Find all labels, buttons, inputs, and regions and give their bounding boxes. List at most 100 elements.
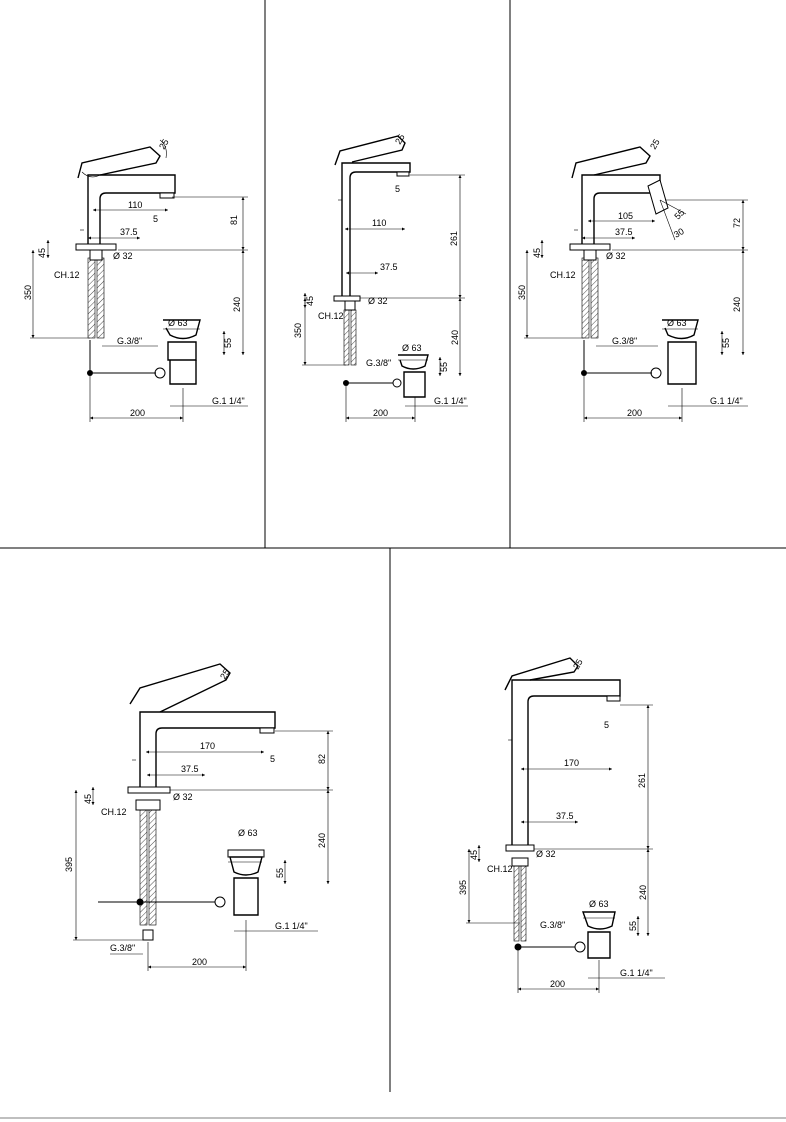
spout-height-label: 81 [229, 215, 239, 225]
aerator-angle-label: 5 [153, 214, 158, 224]
deck-thickness-label: 45 [532, 248, 542, 258]
spout-height-label: 82 [317, 754, 327, 764]
hole-diameter-label: Ø 32 [113, 251, 133, 261]
wrench-size-label: CH.12 [101, 807, 127, 817]
waste-diameter-label: Ø 63 [238, 828, 258, 838]
below-deck-label: 240 [638, 885, 648, 900]
drawing-2-tall-basin-mixer: 110 261 37.5 45 Ø 32 CH.12 350 240 Ø 63 … [293, 132, 468, 422]
reach-label: 170 [564, 758, 579, 768]
aerator-angle-label: 5 [604, 720, 609, 730]
supply-hoses [343, 300, 357, 366]
lever-angle-label: 25 [218, 667, 232, 681]
waste-diameter-label: Ø 63 [589, 899, 609, 909]
waste-depth-label: 55 [275, 868, 285, 878]
waste-thread-label: G.1 1/4" [620, 968, 653, 978]
drawing-3-bidet-mixer: 105 72 37.5 45 Ø 32 CH.12 350 240 Ø 63 5… [517, 137, 748, 422]
dimension-texts: 170 261 37.5 45 Ø 32 CH.12 395 240 Ø 63 … [458, 657, 653, 989]
waste-thread-label: G.1 1/4" [275, 921, 308, 931]
hole-diameter-label: Ø 32 [606, 251, 626, 261]
below-deck-label: 240 [732, 297, 742, 312]
waste-thread-label: G.1 1/4" [710, 396, 743, 406]
aerator-angle-label: 5 [395, 184, 400, 194]
rod-length-label: 200 [373, 408, 388, 418]
swivel-angle-a-label: 55 [672, 207, 686, 221]
drawing-1-basin-mixer: 110 81 37.5 45 Ø 32 CH.12 350 240 Ø 63 5… [23, 137, 248, 422]
dimension-texts: 105 72 37.5 45 Ø 32 CH.12 350 240 Ø 63 5… [517, 137, 743, 418]
faucet-body [504, 657, 621, 852]
waste-thread-label: G.1 1/4" [212, 396, 245, 406]
supply-thread-label: G.3/8" [540, 920, 565, 930]
faucet-body [569, 146, 669, 251]
lever-angle-label: 25 [393, 132, 407, 146]
deck-thickness-label: 45 [37, 248, 47, 258]
waste-depth-label: 55 [721, 338, 731, 348]
supply-hoses [87, 249, 105, 372]
pop-up-waste [343, 354, 429, 398]
supply-thread-label: G.3/8" [117, 336, 142, 346]
wrench-size-label: CH.12 [54, 270, 80, 280]
pop-up-waste [514, 911, 616, 959]
waste-diameter-label: Ø 63 [667, 318, 687, 328]
waste-depth-label: 55 [628, 921, 638, 931]
faucet-body [127, 663, 276, 794]
supply-hoses [511, 857, 529, 942]
lever-angle-label: 25 [571, 657, 585, 671]
lever-angle-label: 25 [648, 137, 662, 151]
dimension-lines [466, 704, 665, 993]
supply-length-label: 395 [458, 880, 468, 895]
dimension-texts: 110 261 37.5 45 Ø 32 CH.12 350 240 Ø 63 … [293, 132, 467, 418]
pop-up-waste [581, 319, 699, 385]
below-deck-label: 240 [232, 297, 242, 312]
hole-diameter-label: Ø 32 [536, 849, 556, 859]
reach-label: 105 [618, 211, 633, 221]
rod-length-label: 200 [130, 408, 145, 418]
waste-diameter-label: Ø 63 [168, 318, 188, 328]
deck-thickness-label: 45 [469, 850, 479, 860]
hole-diameter-label: Ø 32 [173, 792, 193, 802]
dimension-texts: 110 81 37.5 45 Ø 32 CH.12 350 240 Ø 63 5… [23, 137, 245, 418]
reach-label: 170 [200, 741, 215, 751]
supply-thread-label: G.3/8" [366, 358, 391, 368]
faucet-body [333, 135, 411, 302]
reach-label: 110 [128, 200, 142, 210]
spout-height-label: 261 [637, 773, 647, 788]
dimension-texts: 170 82 37.5 45 Ø 32 CH.12 395 240 Ø 63 5… [64, 667, 327, 967]
waste-diameter-label: Ø 63 [402, 343, 422, 353]
wrench-size-label: CH.12 [550, 270, 576, 280]
waste-thread-label: G.1 1/4" [434, 396, 467, 406]
spout-height-label: 261 [449, 231, 459, 246]
hole-diameter-label: Ø 32 [368, 296, 388, 306]
rod-length-label: 200 [550, 979, 565, 989]
supply-hoses [135, 799, 161, 941]
reach-label: 110 [372, 218, 386, 228]
spout-height-label: 72 [732, 218, 742, 228]
axis-offset-label: 37.5 [120, 227, 138, 237]
wrench-size-label: CH.12 [318, 311, 344, 321]
pop-up-waste [98, 849, 265, 916]
dimension-lines [524, 199, 748, 422]
supply-length-label: 395 [64, 857, 74, 872]
waste-depth-label: 55 [223, 338, 233, 348]
below-deck-label: 240 [317, 833, 327, 848]
pop-up-waste [87, 319, 201, 385]
supply-thread-label: G.3/8" [110, 943, 135, 953]
axis-offset-label: 37.5 [556, 811, 574, 821]
rod-length-label: 200 [627, 408, 642, 418]
deck-thickness-label: 45 [305, 296, 315, 306]
swivel-angle-b-label: 30 [672, 226, 686, 240]
supply-hoses [581, 249, 599, 372]
wrench-size-label: CH.12 [487, 864, 513, 874]
below-deck-label: 240 [450, 330, 460, 345]
supply-length-label: 350 [293, 323, 303, 338]
axis-offset-label: 37.5 [615, 227, 633, 237]
axis-offset-label: 37.5 [181, 764, 199, 774]
dimension-lines [73, 730, 333, 971]
supply-length-label: 350 [23, 285, 33, 300]
aerator-angle-label: 5 [270, 754, 275, 764]
dimension-lines [30, 139, 248, 422]
rod-length-label: 200 [192, 957, 207, 967]
drawing-4-basin-mixer-long-spout: 170 82 37.5 45 Ø 32 CH.12 395 240 Ø 63 5… [64, 663, 333, 971]
supply-thread-label: G.3/8" [612, 336, 637, 346]
